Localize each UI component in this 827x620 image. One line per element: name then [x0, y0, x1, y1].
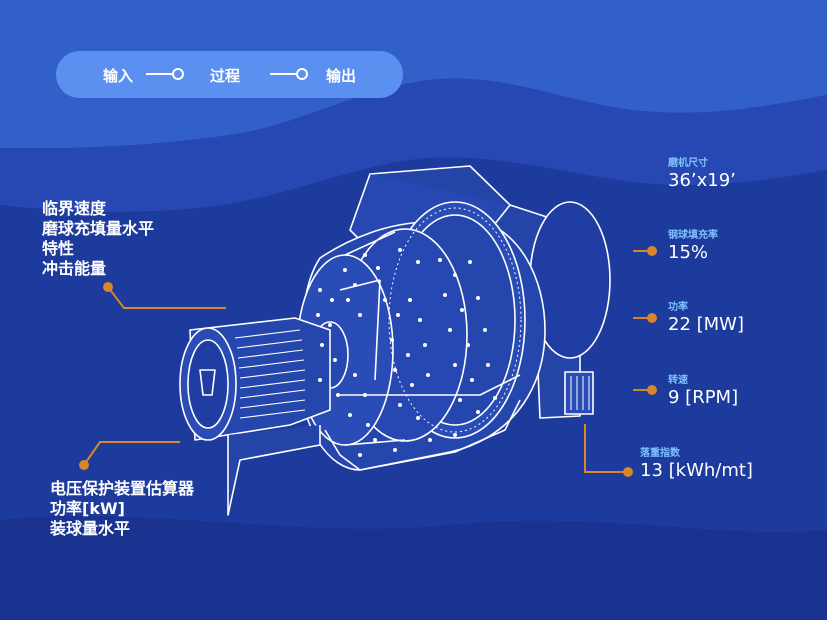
protection-list-item: 功率[kW] — [50, 499, 125, 518]
spec-mill-size: 磨机尺寸 36’x19’ — [668, 157, 736, 192]
spec-drop-index: 落重指数 13 [kWh/mt] — [640, 447, 753, 482]
spec-speed: 转速 9 [RPM] — [668, 374, 738, 409]
drum-rivets — [316, 248, 497, 457]
inputs-list: 临界速度 磨球充填量水平 特性 冲击能量 — [42, 199, 154, 279]
callout-dots — [79, 246, 657, 477]
gear-teeth — [388, 207, 522, 433]
inputs-list-item: 磨球充填量水平 — [42, 219, 155, 238]
spec-label: 功率 — [668, 302, 688, 313]
inputs-list-item: 临界速度 — [42, 199, 107, 218]
protection-list-item: 装球量水平 — [50, 519, 131, 538]
flow-process-label: 过程 — [210, 67, 241, 85]
spec-label: 磨机尺寸 — [668, 158, 708, 169]
spec-value: 22 [MW] — [668, 314, 744, 335]
connector-icon — [270, 68, 308, 80]
spec-value: 13 [kWh/mt] — [640, 460, 753, 481]
flow-input-label: 输入 — [103, 67, 134, 85]
inputs-list-item: 特性 — [42, 239, 75, 258]
protection-list: 电压保护装置估算器 功率[kW] 装球量水平 — [50, 479, 194, 539]
inputs-list-item: 冲击能量 — [42, 259, 107, 278]
spec-power: 功率 22 [MW] — [668, 301, 744, 336]
callout-lines — [83, 250, 652, 473]
spec-label: 钢球填充率 — [668, 230, 718, 241]
spec-ball-fill: 钢球填充率 15% — [668, 229, 718, 264]
spec-value: 9 [RPM] — [668, 387, 739, 408]
flow-output-label: 输出 — [326, 67, 357, 85]
spec-label: 转速 — [668, 375, 688, 386]
protection-list-item: 电压保护装置估算器 — [50, 479, 195, 498]
spec-label: 落重指数 — [640, 448, 680, 459]
spec-value: 15% — [668, 242, 709, 263]
spec-value: 36’x19’ — [668, 170, 736, 191]
flow-bar: 输入 过程 输出 — [56, 51, 403, 98]
connector-icon — [146, 68, 184, 80]
